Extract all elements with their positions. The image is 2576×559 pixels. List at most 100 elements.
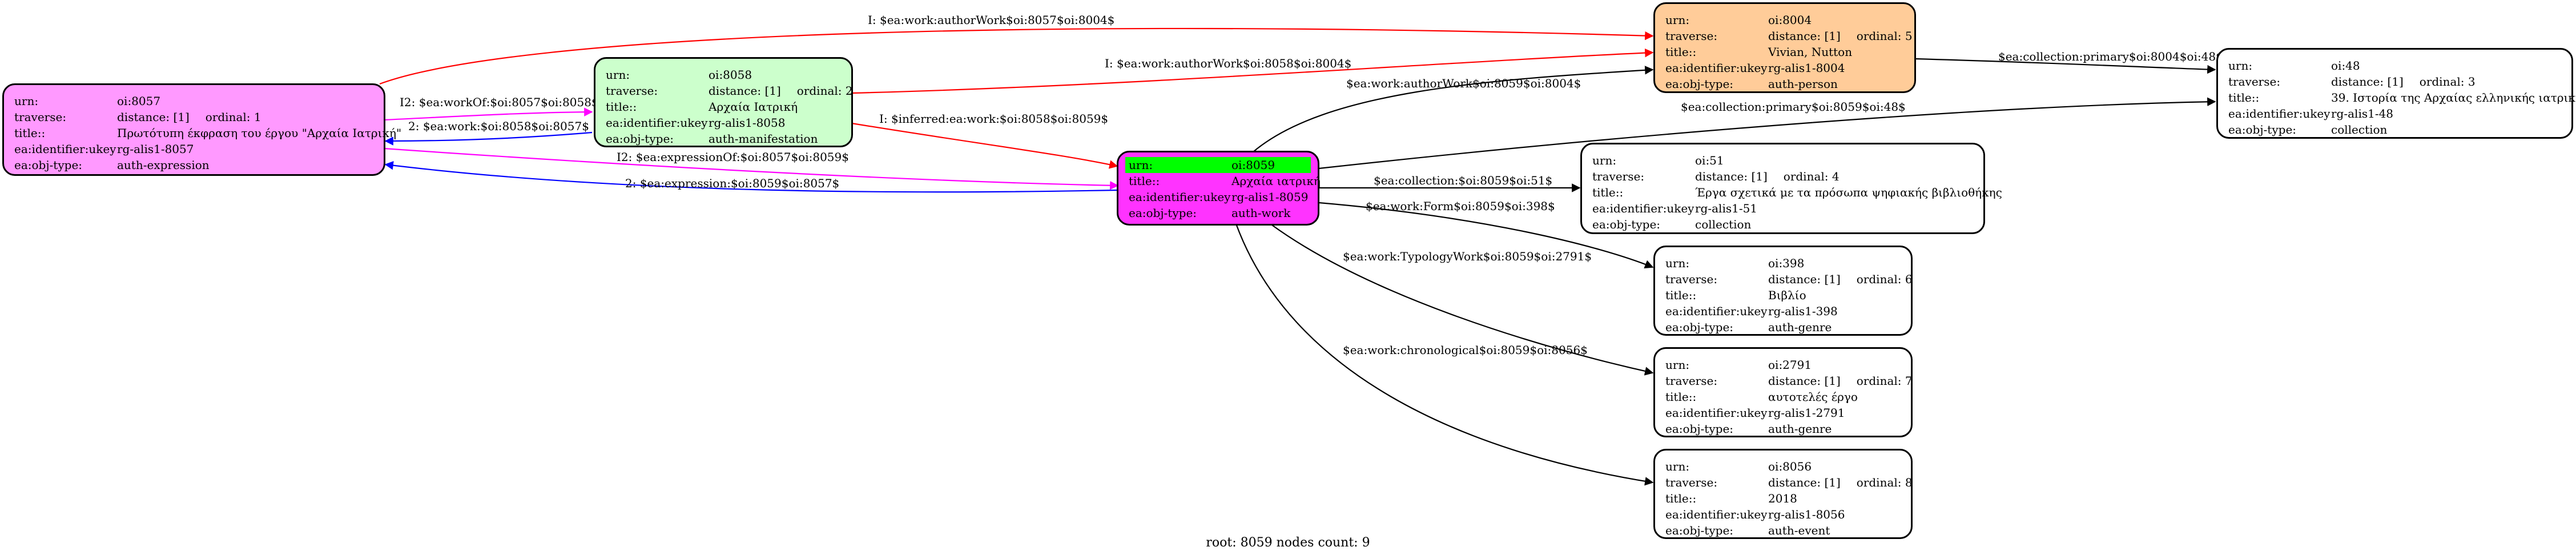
type-label: ea:obj-type: [14,158,83,172]
ordinal-value: ordinal: 3 [2419,75,2476,89]
node-row-urn-highlighted: urn:oi:8059 [1125,157,1311,173]
node-row-traverse: traverse:distance: [1]ordinal: 7 [1665,373,1913,389]
title-label: title:: [1665,390,1697,404]
title-label: title:: [1665,492,1697,505]
edge-label-expressionof-8057-8059: I2: $ea:expressionOf:$oi:8057$oi:8059$ [617,150,849,164]
type-value: auth-work [1231,206,1291,220]
ukey-label: ea:identifier:ukey [1665,304,1768,318]
urn-label: urn: [1665,13,1690,27]
title-label: title:: [1129,174,1160,188]
ukey-label: ea:identifier:ukey [1665,406,1768,420]
node-8057-expression[interactable]: urn:oi:8057 traverse:distance: [1]ordina… [2,83,401,176]
edge-workof-8057-8058 [383,107,593,121]
type-value: collection [2331,123,2388,136]
ukey-label: ea:identifier:ukey [2228,107,2331,120]
node-row-urn: urn:oi:8056 [1665,459,1901,474]
ordinal-value: ordinal: 8 [1856,476,1913,489]
ordinal-value: ordinal: 1 [205,110,261,124]
node-8056-event[interactable]: urn:oi:8056 traverse:distance: [1]ordina… [1653,449,1913,539]
distance-value: distance: [1] [1695,170,1768,183]
urn-value: oi:398 [1768,256,1805,270]
urn-value: oi:8057 [117,94,161,108]
ordinal-value: ordinal: 5 [1856,29,1913,43]
node-row-traverse: traverse:distance: [1]ordinal: 2 [606,83,853,99]
urn-label: urn: [1665,256,1690,270]
ukey-label: ea:identifier:ukey [606,116,708,130]
edge-inferred-8058-8059 [851,122,1118,169]
ukey-value: rg-alis1-8057 [117,142,194,156]
traverse-label: traverse: [1592,170,1645,183]
ukey-label: ea:identifier:ukey [1129,190,1231,204]
edge-label-inferred-8058-8059: I: $inferred:ea:work:$oi:8058$oi:8059$ [879,112,1108,126]
traverse-label: traverse: [14,110,67,124]
type-label: ea:obj-type: [1665,320,1734,334]
urn-label: urn: [1665,460,1690,473]
node-row-title: title::Vivian, Nutton [1665,44,1904,60]
node-row-type: ea:obj-type: collection [2228,122,2561,138]
type-label: ea:obj-type: [1665,524,1734,537]
node-row-urn: urn: oi:8058 [606,67,841,83]
edge-typologywork-8059-2791 [1270,223,1654,376]
distance-value: distance: [1] [117,110,190,124]
node-8058-manifestation[interactable]: urn: oi:8058 traverse:distance: [1]ordina… [594,57,853,147]
urn-value: oi:48 [2331,59,2360,73]
edge-collection-primary-8059-48 [1318,97,2216,170]
ukey-value: rg-alis1-8004 [1768,61,1845,75]
node-48-collection[interactable]: urn: oi:48 traverse:distance: [1]ordinal:… [2216,48,2576,139]
edge-authorwork-8057-8004 [379,27,1654,85]
edge-authorwork-8058-8004 [851,48,1654,94]
node-row-traverse: traverse:distance: [1]ordinal: 8 [1665,474,1913,490]
edge-label-form-8059-398: $ea:work:Form$oi:8059$oi:398$ [1366,199,1555,213]
edge-label-typologywork-8059-2791: $ea:work:TypologyWork$oi:8059$oi:2791$ [1343,250,1592,263]
title-label: title:: [606,100,637,114]
edge-authorwork-8059-8004 [1253,66,1654,152]
edge-chronological-8059-8056 [1235,223,1654,486]
traverse-label: traverse: [606,84,658,98]
urn-label: urn: [2228,59,2253,73]
ordinal-value: ordinal: 6 [1856,272,1913,286]
traverse-label: traverse: [1665,272,1718,286]
node-row-urn: urn:oi:51 [1592,152,1973,168]
ukey-label: ea:identifier:ukey [14,142,116,156]
distance-value: distance: [1] [1768,29,1841,43]
node-row-urn: urn: oi:48 [2228,58,2561,74]
node-row-title: title::Έργα σχετικά με τα πρόσωπα ψηφιακ… [1592,184,2002,200]
type-value: auth-manifestation [709,132,818,146]
type-value: collection [1695,218,1752,231]
edge-work-8058-8057 [384,131,593,146]
title-value: αυτοτελές έργο [1768,390,1858,404]
edge-label-authorwork-8059-8004: $ea:work:authorWork$oi:8059$oi:8004$ [1346,77,1581,90]
title-value: Αρχαία Ιατρική [709,100,798,114]
type-label: ea:obj-type: [2228,123,2297,136]
node-51-collection[interactable]: urn:oi:51 traverse:distance: [1]ordinal:… [1580,143,2002,234]
urn-label: urn: [606,68,630,82]
node-8059-root-work[interactable]: urn:oi:8059 title::Αρχαία ιατρική ea:ide… [1117,151,1321,226]
ordinal-value: ordinal: 2 [796,84,853,98]
type-value: auth-person [1768,77,1838,91]
node-row-title: title::Αρχαία ιατρική [1129,173,1321,189]
edge-label-chronological-8059-8056: $ea:work:chronological$oi:8059$oi:8056$ [1343,343,1588,357]
node-row-traverse: traverse:distance: [1]ordinal: 5 [1665,28,1913,44]
edge-label-authorwork-8058-8004: I: $ea:work:authorWork$oi:8058$oi:8004$ [1105,57,1351,70]
ukey-value: rg-alis1-8058 [709,116,786,130]
urn-value: oi:8059 [1231,158,1275,172]
type-value: auth-genre [1768,320,1832,334]
edge-label-workof-8057-8058: I2: $ea:workOf:$oi:8057$oi:8058$ [400,95,599,109]
node-row-type: ea:obj-type:auth-person [1665,76,1904,92]
node-row-traverse: traverse:distance: [1]ordinal: 3 [2228,74,2561,90]
node-row-traverse: traverse:distance: [1]ordinal: 4 [1592,168,1973,184]
ukey-value: rg-alis1-398 [1768,304,1838,318]
node-8004-person[interactable]: urn:oi:8004 traverse:distance: [1]ordina… [1653,2,1916,93]
title-value: Αρχαία ιατρική [1231,174,1321,188]
urn-value: oi:8058 [709,68,752,82]
node-row-title: title::Βιβλίο [1665,287,1901,303]
node-2791-genre[interactable]: urn:oi:2791 traverse:distance: [1]ordina… [1653,347,1913,437]
ukey-label: ea:identifier:ukey [1592,202,1694,215]
node-398-genre[interactable]: urn:oi:398 traverse:distance: [1]ordinal… [1653,246,1913,336]
title-value: Vivian, Nutton [1768,45,1853,59]
node-row-urn: urn:oi:8004 [1665,12,1904,28]
node-row-title: title::Πρωτότυπη έκφραση του έργου "Αρχα… [14,125,401,141]
urn-label: urn: [1592,154,1617,167]
edge-label-authorwork-8057-8004: I: $ea:work:authorWork$oi:8057$oi:8004$ [868,13,1114,27]
